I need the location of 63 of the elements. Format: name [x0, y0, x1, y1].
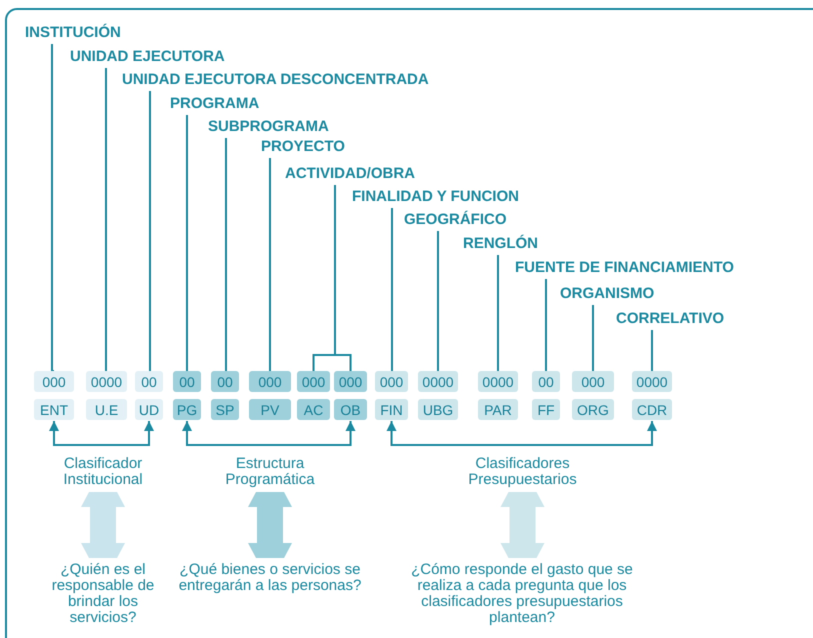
- column-heading: GEOGRÁFICO: [404, 210, 507, 230]
- bracket-arrow: [386, 421, 657, 446]
- code-abbreviation: ORG: [572, 399, 614, 420]
- code-digits: 0000: [632, 371, 672, 392]
- column-heading: PROYECTO: [261, 137, 345, 157]
- code-digits: 00: [173, 371, 201, 392]
- code-digits: 000: [375, 371, 408, 392]
- code-abbreviation: UD: [135, 399, 163, 420]
- leader-line: [651, 330, 653, 372]
- code-abbreviation: SP: [211, 399, 239, 420]
- code-digits: 0000: [478, 371, 518, 392]
- code-digits: 00: [135, 371, 163, 392]
- question-text: ¿Cómo responde el gasto que se realiza a cada pregunta que los clasificadores presupuestarios plantean?: [393, 562, 651, 626]
- code-abbreviation: AC: [297, 399, 330, 420]
- code-digits: 00: [532, 371, 560, 392]
- column-heading: FUENTE DE FINANCIAMIENTO: [515, 258, 734, 278]
- code-digits: 00: [211, 371, 239, 392]
- leader-line: [545, 279, 547, 372]
- group-label: Clasificadores Presupuestarios: [440, 456, 605, 488]
- code-digits: 000: [334, 371, 367, 392]
- column-heading: FINALIDAD Y FUNCION: [352, 187, 519, 207]
- code-abbreviation: PAR: [478, 399, 518, 420]
- code-abbreviation: ENT: [34, 399, 74, 420]
- bracket-arrow: [182, 421, 356, 446]
- code-digits: 000: [297, 371, 330, 392]
- column-heading: SUBPROGRAMA: [208, 117, 329, 137]
- column-heading: INSTITUCIÓN: [25, 23, 121, 43]
- code-abbreviation: PV: [249, 399, 291, 420]
- leader-line: [51, 44, 55, 372]
- code-abbreviation: FIN: [375, 399, 408, 420]
- code-digits: 0000: [86, 371, 127, 392]
- column-heading: RENGLÓN: [463, 234, 538, 254]
- code-abbreviation: CDR: [632, 399, 672, 420]
- code-abbreviation: U.E: [86, 399, 127, 420]
- leader-line: [437, 231, 439, 372]
- group-label: Estructura Programática: [195, 456, 345, 488]
- bracket-arrow: [49, 421, 154, 446]
- code-abbreviation: FF: [532, 399, 560, 420]
- column-heading: UNIDAD EJECUTORA DESCONCENTRADA: [122, 70, 429, 90]
- question-text: ¿Quién es el responsable de brindar los servicios?: [43, 562, 163, 626]
- leader-line: [186, 115, 188, 372]
- group-label: Clasificador Institucional: [33, 456, 173, 488]
- code-digits: 000: [34, 371, 74, 392]
- column-heading: ACTIVIDAD/OBRA: [285, 164, 415, 184]
- leader-line: [592, 305, 594, 372]
- column-heading: CORRELATIVO: [616, 309, 724, 329]
- leader-line: [390, 208, 393, 372]
- question-text: ¿Qué bienes o servicios se entregarán a las personas?: [178, 562, 362, 594]
- code-digits: 0000: [418, 371, 458, 392]
- column-heading: PROGRAMA: [170, 94, 260, 114]
- code-abbreviation: PG: [173, 399, 201, 420]
- leader-line: [269, 158, 271, 372]
- column-heading: UNIDAD EJECUTORA: [70, 47, 225, 67]
- code-digits: 000: [249, 371, 291, 392]
- leader-line: [148, 91, 151, 372]
- code-abbreviation: OB: [334, 399, 367, 420]
- leader-line: [105, 68, 108, 372]
- leader-line: [497, 255, 499, 372]
- code-digits: 000: [572, 371, 614, 392]
- code-abbreviation: UBG: [418, 399, 458, 420]
- leader-line: [334, 185, 352, 371]
- leader-line: [224, 138, 227, 372]
- column-heading: ORGANISMO: [560, 284, 654, 304]
